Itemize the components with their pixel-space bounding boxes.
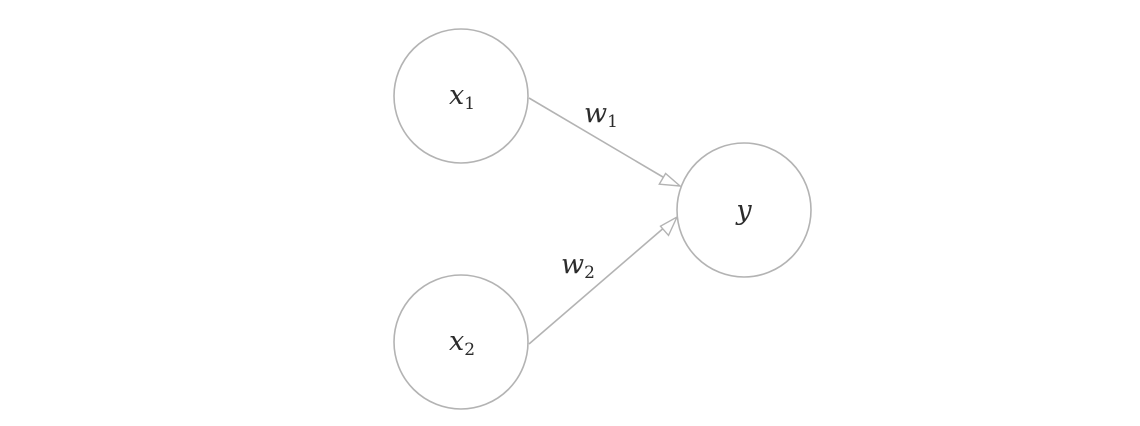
node-label-x2: x2	[449, 326, 475, 360]
node-circle	[393, 274, 529, 410]
node-label-y: y	[735, 195, 752, 226]
edge-x1-to-y	[528, 97, 683, 187]
weight-label-subscript: 1	[607, 112, 618, 132]
node-x2: x2	[393, 274, 529, 410]
node-label-subscript: 2	[464, 340, 475, 360]
edge-line-x2-y	[528, 225, 667, 345]
weight-label-base: w	[584, 98, 607, 129]
node-label-base: x	[449, 80, 464, 111]
arrow-head-icon	[658, 172, 683, 187]
weight-label-base: w	[561, 249, 584, 280]
node-label-x1: x1	[449, 80, 475, 114]
weight-label-w1: w1	[584, 98, 618, 132]
weight-label-w2: w2	[561, 249, 595, 283]
node-circle	[393, 28, 529, 164]
edge-line-x1-y	[528, 97, 669, 181]
node-label-base: x	[449, 326, 464, 357]
edge-x2-to-y	[528, 215, 679, 345]
node-circle	[676, 142, 812, 278]
arrow-head-icon	[659, 215, 679, 237]
node-x1: x1	[393, 28, 529, 164]
node-y: y	[676, 142, 812, 278]
node-label-base: y	[735, 195, 752, 226]
weight-label-subscript: 2	[584, 263, 595, 283]
node-label-subscript: 1	[464, 94, 475, 114]
